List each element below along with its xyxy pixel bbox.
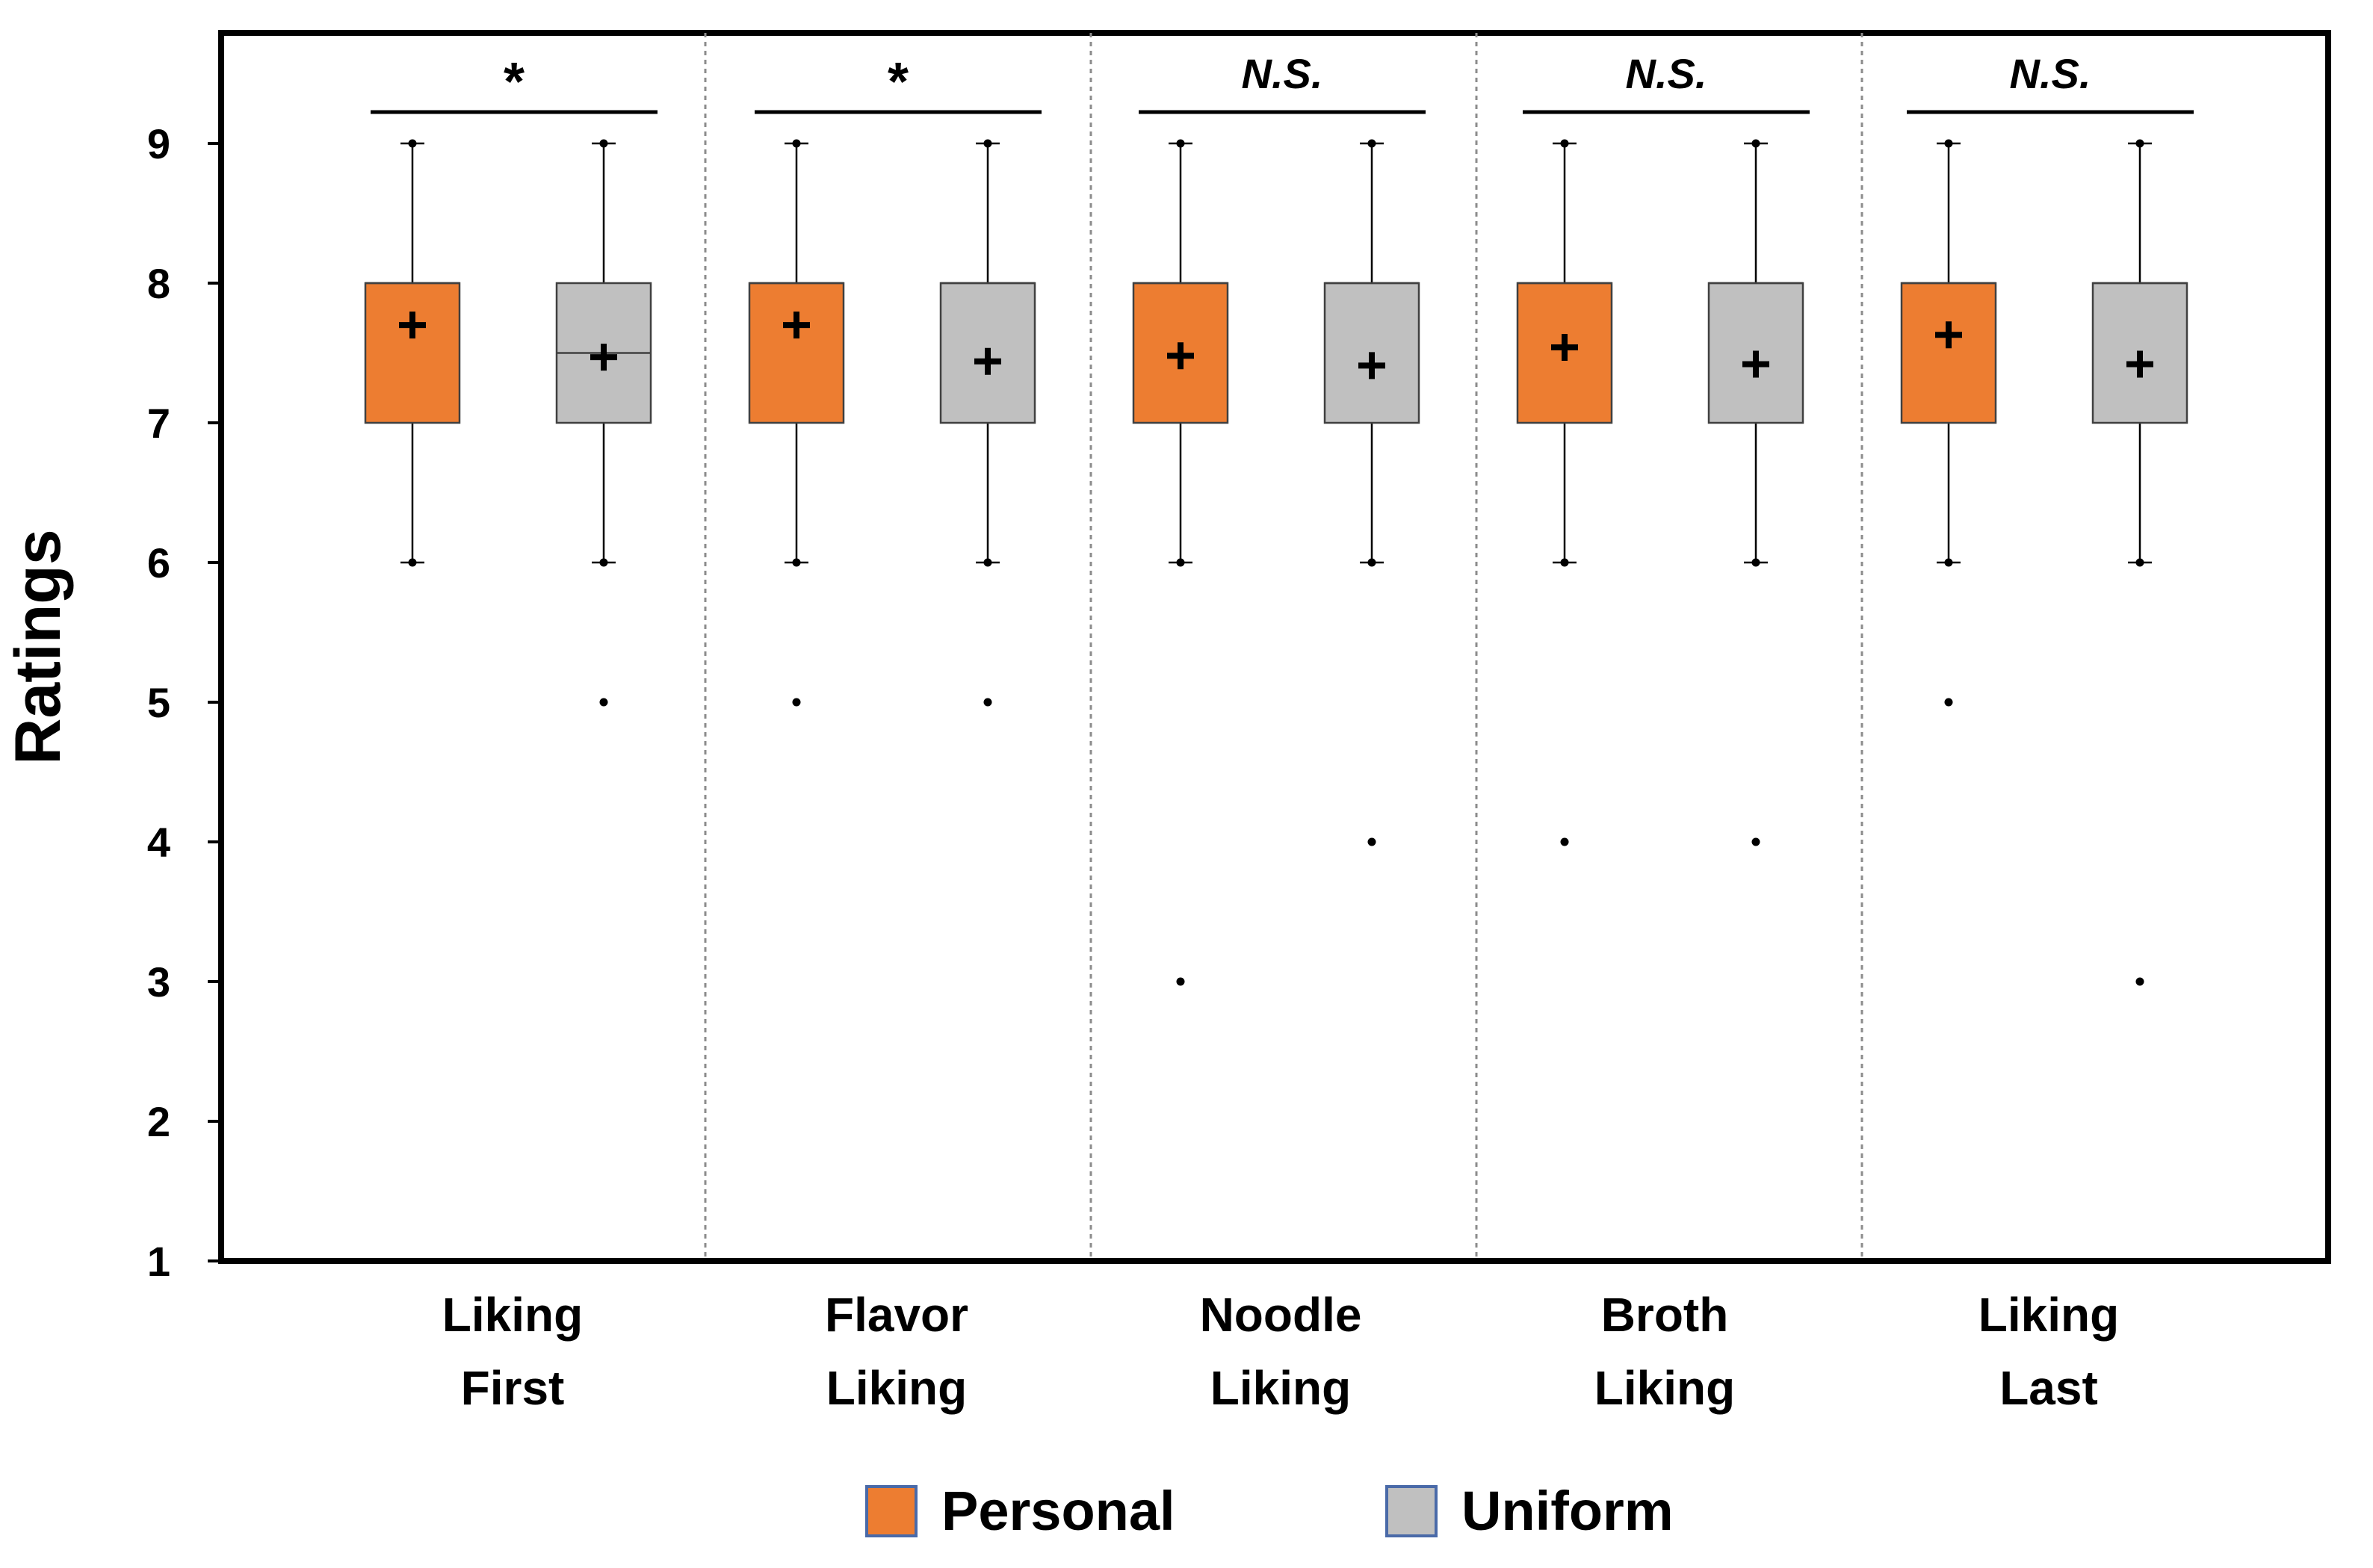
outlier-point [1176,977,1185,986]
significance-brackets: * * N.S. N.S. N.S. [371,50,2194,114]
min-point [983,558,992,567]
min-point [2135,558,2144,567]
y-tick-label: 6 [147,539,170,586]
min-point [408,558,417,567]
min-point [599,558,608,567]
x-category-label: Noodle [1200,1288,1362,1342]
x-axis-labels: LikingFirstFlavorLikingNoodleLikingBroth… [442,1288,2119,1415]
y-tick-label: 2 [147,1098,170,1145]
max-point [1176,139,1185,148]
x-category-label: Flavor [825,1288,968,1342]
max-point [2135,139,2144,148]
outlier-point [599,698,608,707]
outlier-point [983,698,992,707]
points [399,139,2153,986]
y-tick-label: 3 [147,958,170,1005]
max-point [599,139,608,148]
legend-label: Uniform [1461,1480,1674,1542]
y-axis-ticks: 1 2 3 4 5 6 7 8 9 [147,120,221,1285]
x-category-label: Last [1999,1361,2098,1415]
max-point [1560,139,1569,148]
plot-frame [218,30,2331,1264]
significance-label: * [504,52,525,112]
significance-label: N.S. [1626,50,1707,97]
legend-swatch-1 [1385,1485,1438,1537]
boxes [364,282,2188,424]
x-category-label: Liking [1978,1288,2119,1342]
y-axis-label: Ratings [2,529,74,764]
legend: Personal Uniform [865,1480,1674,1542]
x-category-label: Liking [1594,1361,1735,1415]
outlier-point [2135,977,2144,986]
box-0-0 [364,282,461,424]
max-point [792,139,801,148]
x-category-label: Liking [1210,1361,1351,1415]
legend-label: Personal [941,1480,1175,1542]
y-tick-label: 1 [147,1238,170,1285]
box-0-4 [1900,282,1997,424]
max-point [408,139,417,148]
legend-swatch-0 [865,1485,918,1537]
significance-label: * [888,52,909,112]
whiskers [400,142,2152,564]
min-point [1944,558,1953,567]
max-point [1367,139,1376,148]
significance-label: N.S. [2010,50,2091,97]
x-category-label: First [461,1361,565,1415]
min-point [1176,558,1185,567]
max-point [983,139,992,148]
outlier-point [792,698,801,707]
x-category-label: Liking [442,1288,583,1342]
outlier-point [1944,698,1953,707]
y-tick-label: 8 [147,260,170,307]
min-point [1367,558,1376,567]
outlier-point [1367,837,1376,846]
x-category-label: Liking [826,1361,967,1415]
max-point [1944,139,1953,148]
max-point [1751,139,1760,148]
min-point [792,558,801,567]
box-0-1 [748,282,845,424]
y-tick-label: 9 [147,120,170,167]
significance-label: N.S. [1242,50,1323,97]
min-point [1560,558,1569,567]
min-point [1751,558,1760,567]
y-tick-label: 7 [147,400,170,447]
outlier-point [1751,837,1760,846]
y-tick-label: 5 [147,679,170,726]
x-category-label: Broth [1601,1288,1729,1342]
outlier-point [1560,837,1569,846]
y-tick-label: 4 [147,819,170,866]
category-dividers [704,33,1863,1261]
